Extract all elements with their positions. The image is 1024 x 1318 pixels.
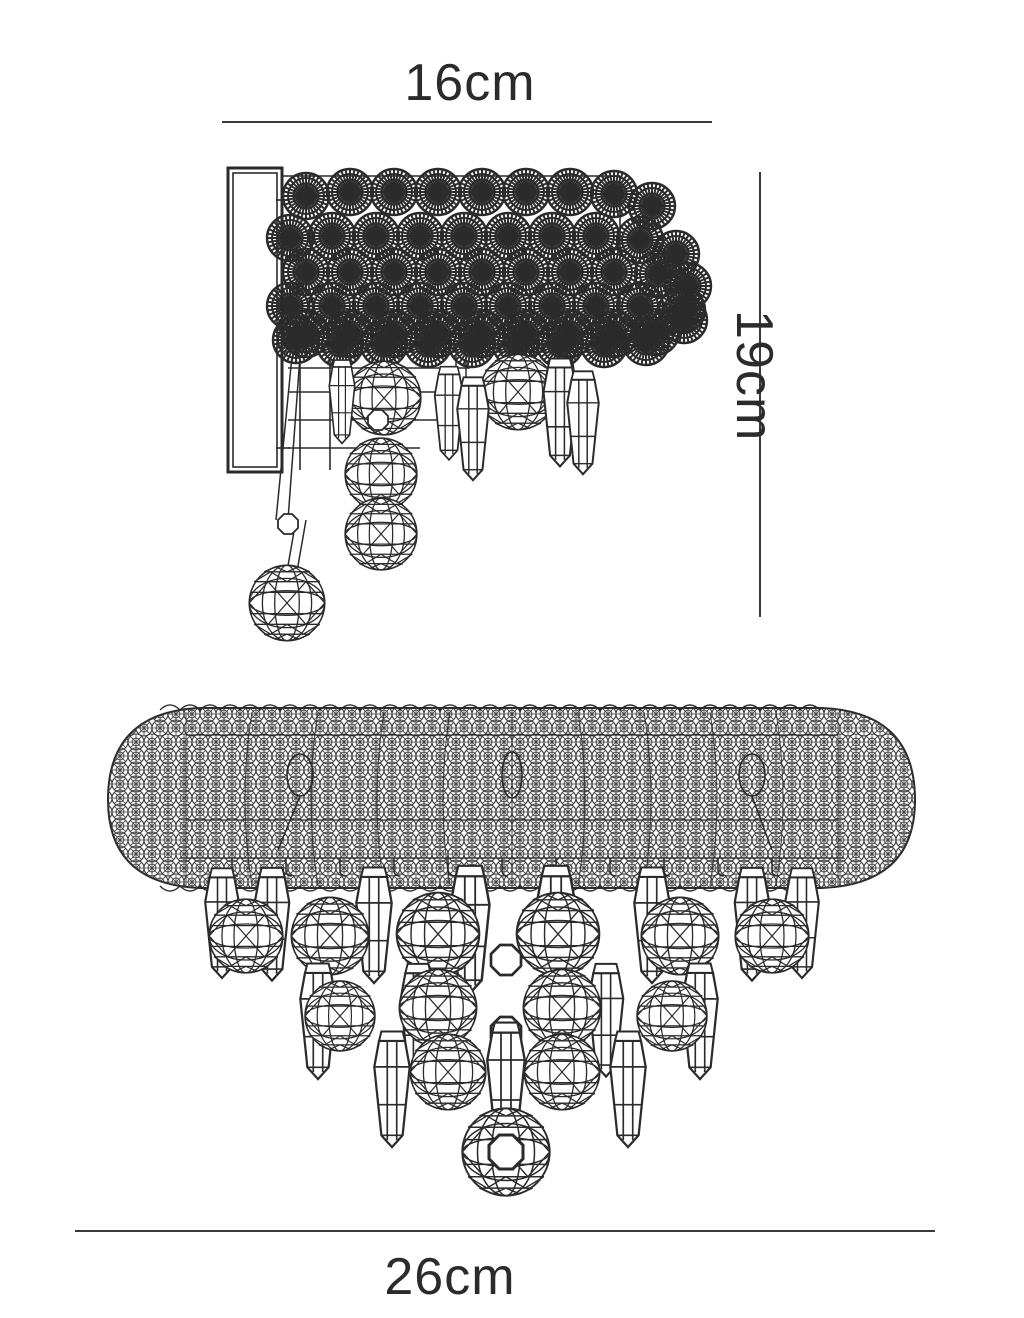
crystal-drop: [681, 962, 719, 1081]
crystal-ball: [208, 898, 284, 974]
crystal-drop: [456, 376, 490, 482]
crystal-drop: [253, 866, 291, 982]
crystal-drop: [204, 867, 240, 980]
dimension-label-height-19cm: 19cm: [725, 310, 783, 442]
crystal-ball: [479, 353, 557, 431]
drum-scalloped-edges: [159, 704, 821, 892]
crystal-ball: [636, 980, 708, 1052]
crystal-ball: [522, 968, 602, 1048]
crystal-drop: [542, 357, 578, 468]
crystal-drop: [486, 1021, 526, 1147]
crystal-drop: [373, 1030, 411, 1149]
crystal-ball: [398, 968, 478, 1048]
crystal-ball: [290, 896, 370, 976]
dimension-line-top: [222, 121, 712, 123]
crystal-ball: [523, 1033, 601, 1111]
crystal-drop: [733, 866, 771, 982]
crystal-ball: [409, 1033, 487, 1111]
side-view-group: [226, 166, 713, 642]
crystal-drop: [299, 962, 337, 1081]
crystal-ball: [346, 360, 422, 436]
side-view-frame: [276, 175, 621, 472]
side-view-crystals: [248, 353, 600, 642]
crystal-ball: [640, 896, 720, 976]
beaded-crystal-drum: [106, 707, 917, 889]
crystal-ball: [304, 980, 376, 1052]
crystal-ball: [344, 497, 418, 571]
crystal-ball: [248, 564, 326, 642]
crystal-ball: [395, 891, 481, 977]
crystal-drop: [566, 370, 600, 476]
front-view-group: [106, 704, 917, 1197]
crystal-drop: [535, 864, 577, 995]
crystal-drop: [784, 867, 820, 980]
crystal-drop: [355, 866, 393, 985]
crystal-drop: [633, 866, 671, 985]
crystal-drop: [609, 1030, 647, 1149]
crystal-ball: [344, 437, 418, 511]
drum-bead-fill: [108, 708, 915, 888]
dimension-line-bottom: [75, 1230, 935, 1232]
wall-mount-backplate: [226, 166, 284, 474]
crystal-ball: [515, 891, 601, 977]
dimension-line-right: [759, 172, 761, 617]
side-view-bead-rows: [265, 167, 713, 369]
crystal-drop: [587, 962, 625, 1078]
crystal-drop: [433, 365, 465, 461]
crystal-ball: [734, 898, 810, 974]
crystal-drop: [399, 962, 437, 1078]
crystal-drop: [449, 864, 491, 995]
dimension-label-width-26cm: 26cm: [384, 1248, 516, 1306]
dimension-label-width-16cm: 16cm: [404, 54, 536, 112]
crystal-drop: [328, 359, 356, 445]
front-view-crystal-cascade: [204, 864, 820, 1197]
finial-crystal-ball: [461, 1107, 551, 1197]
